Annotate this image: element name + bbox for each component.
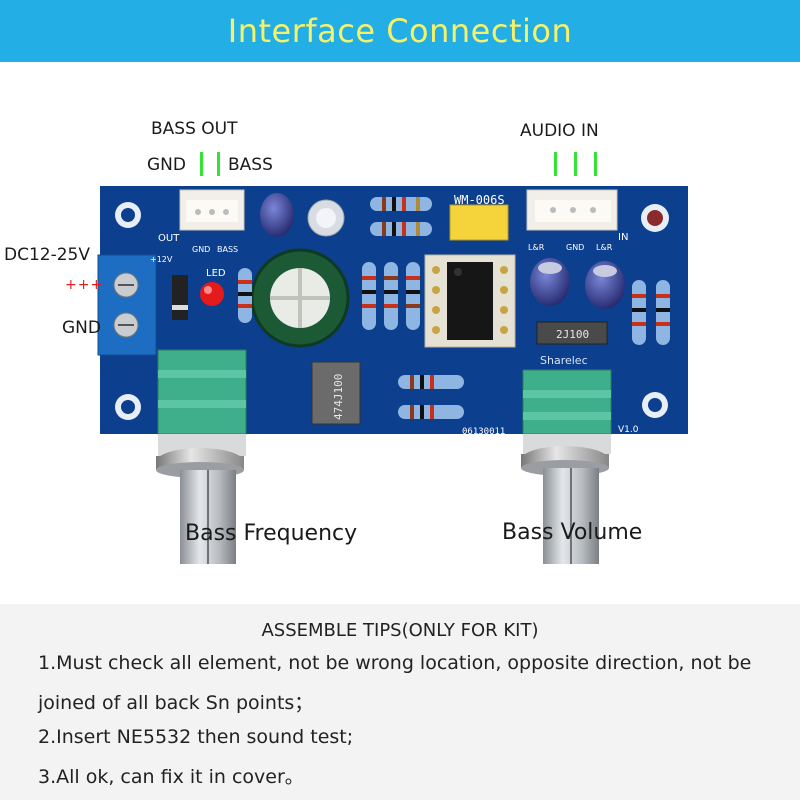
ic-chip [424, 254, 516, 348]
pcb-board-illustration: WM-006S OUT IN GND BASS L&R GND L&R +12V… [97, 186, 688, 564]
board-gnd-small-right: GND [566, 243, 584, 252]
bass-out-label: BASS OUT [151, 119, 238, 139]
bass-volume-label: Bass Volume [502, 520, 643, 545]
cap-code-2-label: 2J100 [556, 328, 589, 341]
board-led-label: LED [206, 268, 226, 279]
film-capacitor [449, 204, 509, 241]
audio-in-label: AUDIO IN [520, 121, 599, 141]
header-title: Interface Connection [227, 12, 573, 50]
board-bass-small: BASS [217, 245, 238, 254]
audio-in-connector [526, 189, 618, 231]
audio-pin-indicator-3 [594, 152, 597, 176]
film-cap-2j100 [536, 321, 608, 345]
capacitors-right [530, 258, 625, 309]
board-in-label: IN [618, 232, 628, 243]
board-gnd-small-left: GND [192, 245, 210, 254]
cap-code-label: 474J100 [332, 374, 345, 420]
bass-label: BASS [228, 155, 273, 175]
board-out-label: OUT [158, 233, 180, 244]
bass-pin-indicator [217, 152, 220, 176]
board-12v-label: +12V [150, 255, 173, 264]
board-serial-label: 06130011 [462, 427, 505, 437]
board-version-label: V1.0 [618, 425, 639, 435]
bass-frequency-potentiometer [156, 349, 247, 564]
gnd-power-label: GND [62, 318, 101, 338]
resistors [238, 197, 670, 419]
capacitor-small [260, 193, 345, 237]
tip-line-2: joined of all back Sn points； [38, 692, 314, 714]
tip-line-1: 1.Must check all element, not be wrong l… [38, 652, 752, 674]
bass-out-connector [179, 189, 245, 231]
power-terminal [97, 254, 157, 356]
dc-power-label: DC12-25V [4, 245, 90, 265]
bass-frequency-label: Bass Frequency [185, 521, 358, 546]
bass-volume-potentiometer [521, 369, 612, 564]
tip-line-3: 2.Insert NE5532 then sound test; [38, 726, 354, 748]
board-lr-1: L&R [528, 243, 545, 252]
assemble-tips-panel: ASSEMBLE TIPS(ONLY FOR KIT) 1.Must check… [0, 604, 800, 800]
header-banner: Interface Connection [0, 0, 800, 62]
board-brand-label: Sharelec [540, 354, 588, 367]
board-lr-2: L&R [596, 243, 613, 252]
main-capacitor [250, 248, 350, 348]
tip-line-4: 3.All ok, can fix it in cover。 [38, 766, 304, 788]
gnd-pin-indicator [200, 152, 203, 176]
tips-title: ASSEMBLE TIPS(ONLY FOR KIT) [261, 620, 539, 641]
diode [172, 275, 188, 320]
red-led [200, 282, 224, 306]
audio-pin-indicator-1 [554, 152, 557, 176]
film-cap-474j100 [311, 361, 361, 425]
board-model-label: WM-006S [454, 193, 505, 207]
audio-pin-indicator-2 [574, 152, 577, 176]
positive-marks: +++ [65, 277, 104, 293]
gnd-left-label: GND [147, 155, 186, 175]
